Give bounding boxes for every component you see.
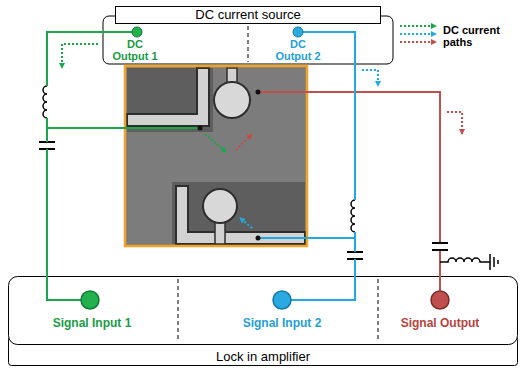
output-section: DC Output 1 — [103, 22, 248, 64]
sem-electrode — [127, 68, 209, 126]
node-label: DC current source — [115, 6, 381, 24]
output-section: DC Output 2 — [248, 22, 393, 64]
section-divider — [178, 279, 179, 342]
sem-electrode — [176, 186, 305, 244]
capacitor-symbol — [432, 249, 448, 251]
output-port — [431, 291, 449, 309]
contact-dot — [256, 236, 261, 241]
inductor-symbol — [351, 200, 355, 232]
current-path-arrow — [362, 70, 378, 86]
amplifier-frame — [9, 277, 518, 345]
ground-symbol — [493, 257, 495, 267]
current-path-arrow — [62, 44, 98, 68]
wire-connector — [47, 32, 103, 276]
legend-sample — [400, 33, 436, 35]
legend-sample — [400, 41, 436, 43]
node-label: Signal Output — [380, 316, 500, 330]
inductor-symbol — [43, 86, 47, 118]
wire-connector — [354, 64, 356, 276]
section-divider — [248, 26, 249, 62]
input-section: Signal Input 1 — [8, 276, 178, 344]
wire-stub — [47, 276, 81, 300]
amplifier-box: Lock in amplifier Signal Input 1 Signal In… — [8, 276, 518, 366]
ground-symbol — [497, 260, 499, 264]
node-label: DC Output 2 — [271, 38, 325, 62]
legend-sample — [400, 25, 436, 27]
input-section: Signal Input 2 — [178, 276, 378, 344]
device-wire — [258, 237, 355, 239]
node-label: DC Output 1 — [108, 38, 162, 62]
sem-shadow — [172, 182, 305, 244]
input-port — [81, 291, 99, 309]
output-dot — [132, 27, 142, 37]
node-label: Signal Input 1 — [32, 316, 152, 330]
sem-shadow — [127, 68, 213, 132]
legend-text: DC current paths — [443, 24, 523, 48]
output-wire — [258, 92, 440, 291]
node-label: Signal Input 2 — [222, 316, 342, 330]
ground-symbol — [489, 254, 491, 270]
current-path-arrow — [236, 134, 252, 150]
contact-dot — [198, 126, 203, 131]
device-wire — [47, 127, 200, 129]
current-path-arrow — [205, 134, 226, 152]
input-port — [273, 291, 291, 309]
output-dot — [293, 27, 303, 37]
sem-pad — [214, 82, 250, 118]
output-section: Signal Output — [378, 276, 518, 344]
current-path-arrow — [240, 218, 252, 228]
section-divider — [378, 279, 379, 342]
contact-dot — [256, 90, 261, 95]
node-label: Lock in amplifier — [8, 349, 518, 364]
current-path-arrow — [447, 112, 462, 134]
source-box: DC current source DC Output 1 DC Output 2 — [103, 6, 393, 64]
sem-pad — [203, 189, 237, 223]
inductor-symbol — [440, 258, 490, 262]
wire-stub — [291, 276, 355, 300]
capacitor-symbol — [432, 242, 448, 244]
